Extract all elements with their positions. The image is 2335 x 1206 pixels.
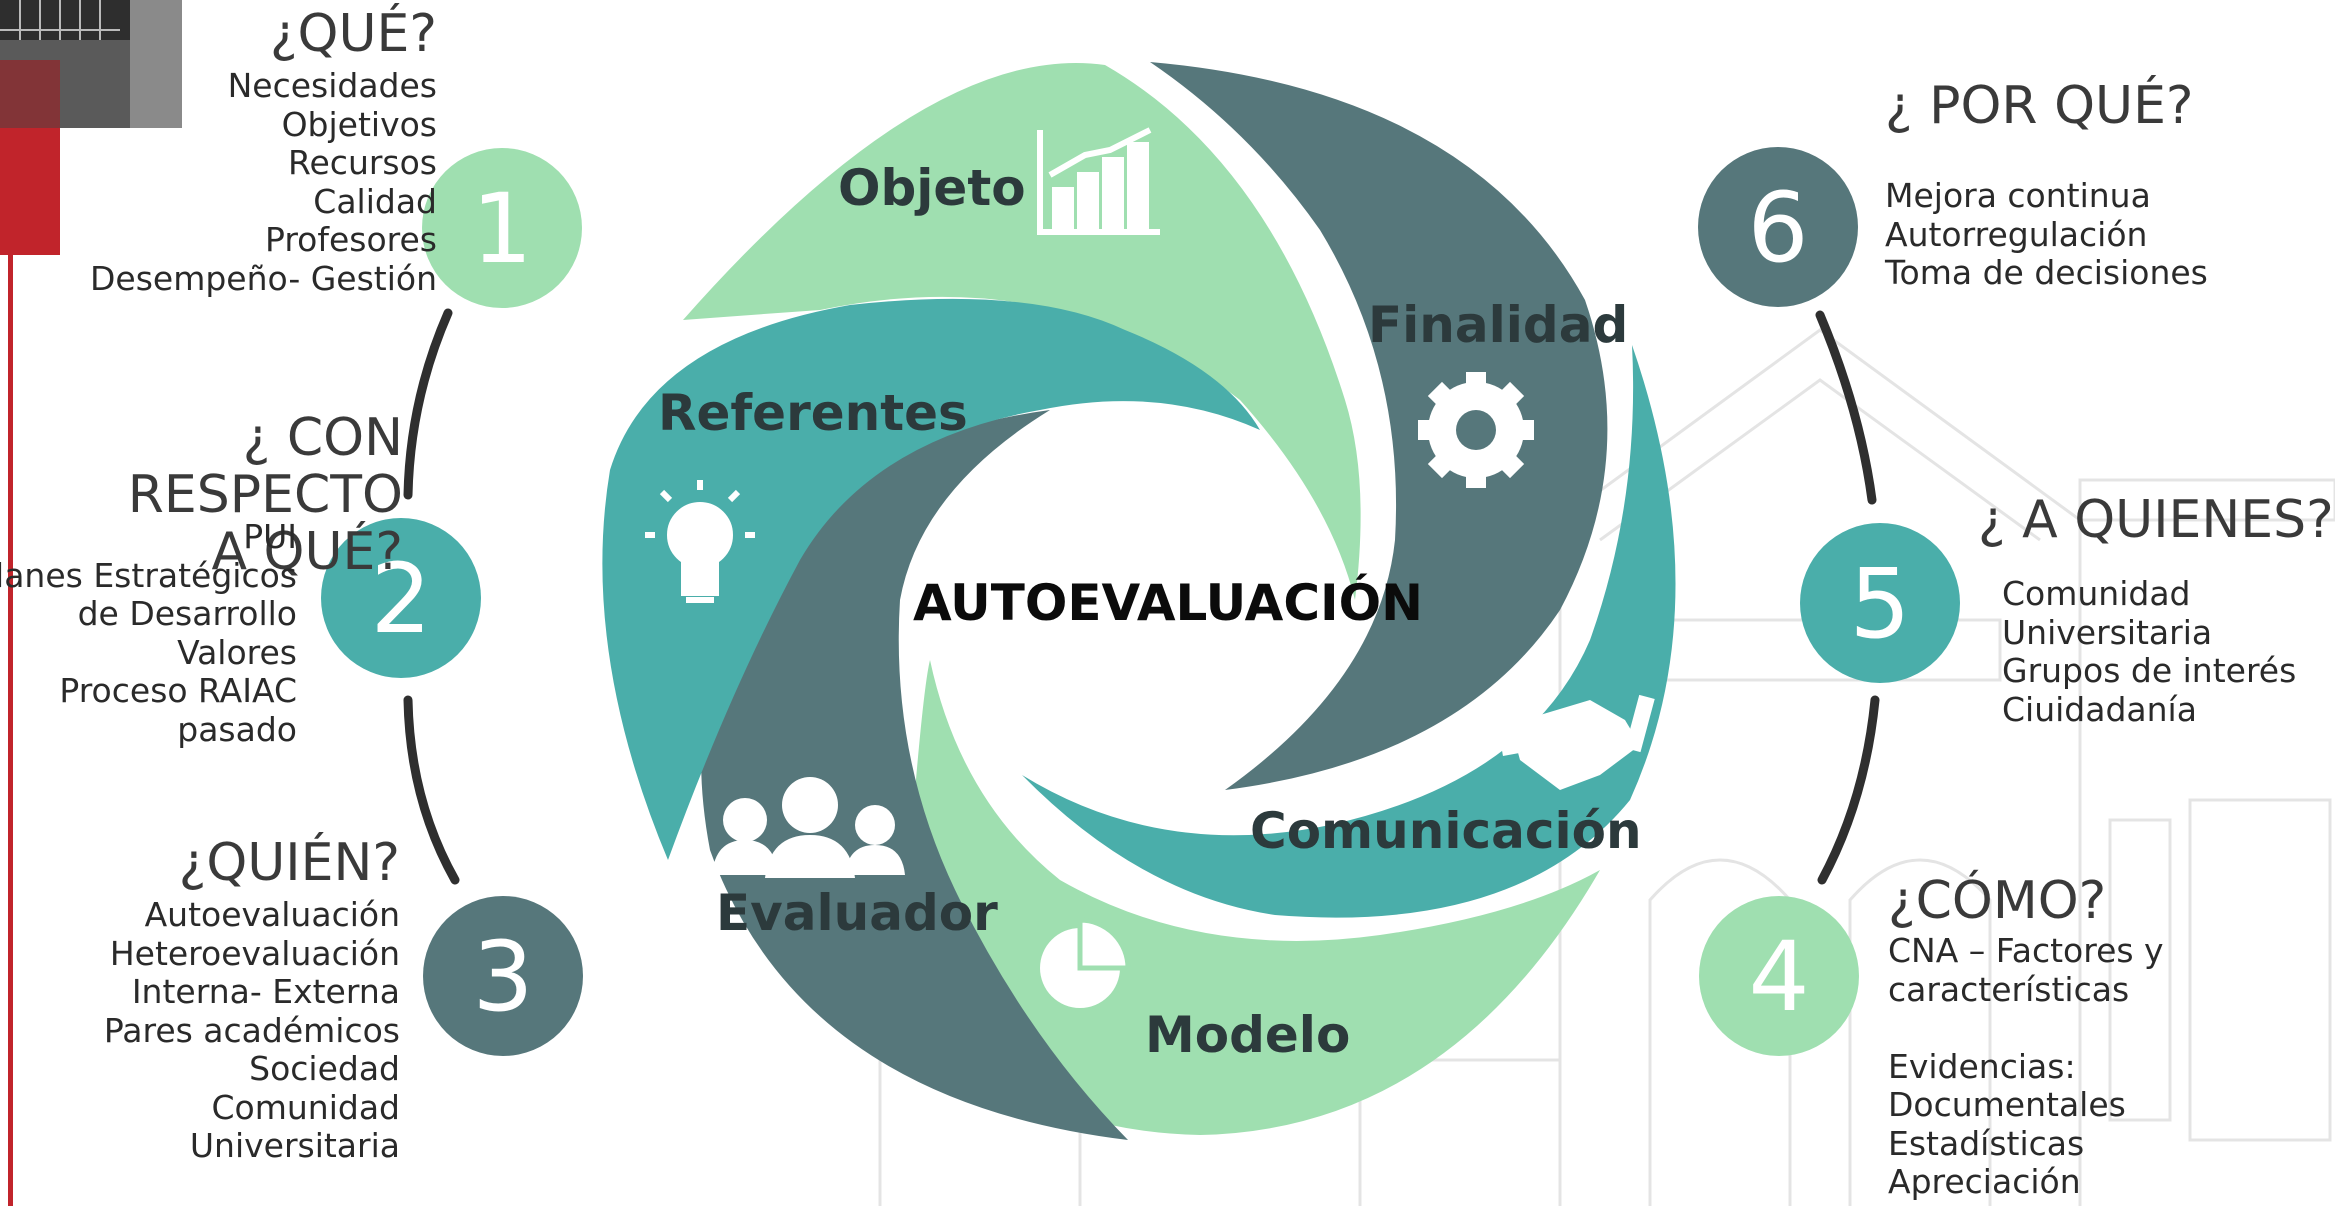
step-1-item: Calidad: [313, 181, 437, 221]
segment-label-referentes: Referentes: [658, 384, 968, 442]
step-4-item: características: [1888, 969, 2130, 1009]
segment-label-finalidad: Finalidad: [1368, 296, 1628, 354]
red-accent-line: [8, 255, 13, 1206]
handshake-icon: [1493, 694, 1655, 790]
step-2-item: pasado: [177, 709, 297, 749]
step-3-item: Heteroevaluación: [109, 933, 400, 973]
step-4-item: CNA – Factores y: [1888, 931, 2164, 971]
segment-label-comunicacion: Comunicación: [1250, 802, 1642, 860]
step-2-item: Planes Estratégicos: [0, 555, 297, 595]
step-4-item: Estadísticas: [1888, 1123, 2085, 1163]
step-4-item: Evidencias:: [1888, 1046, 2076, 1086]
pie-chart-icon: [1040, 917, 1131, 1008]
step-5-item: Universitaria: [2002, 612, 2213, 652]
step-1-item: Objetivos: [281, 104, 437, 144]
gear-icon: [1418, 372, 1534, 488]
step-5-item: Grupos de interés: [2002, 651, 2297, 690]
step-4-item: Apreciación: [1888, 1162, 2081, 1202]
step-2-items: PUI Planes Estratégicos de Desarrollo Va…: [0, 517, 297, 749]
step-2-item: Proceso RAIAC: [59, 671, 297, 710]
step-1-item: Desempeño- Gestión: [90, 258, 437, 298]
segment-label-modelo: Modelo: [1145, 1006, 1350, 1064]
segment-label-evaluador: Evaluador: [716, 884, 998, 942]
segment-comunicacion: [1022, 345, 1676, 918]
step-1-item: Necesidades: [227, 66, 437, 106]
step-3-item: Comunidad: [211, 1087, 401, 1127]
step-3-heading: ¿QUIÉN?: [178, 833, 400, 893]
step-6-heading: ¿ POR QUÉ?: [1885, 76, 2194, 136]
step-5-item: Ciuidadanía: [2002, 689, 2197, 729]
step-number-5: 5: [1849, 548, 1910, 660]
step-2-item: PUI: [243, 517, 297, 556]
segment-objeto: [683, 62, 1361, 601]
step-6-item: Autorregulación: [1885, 214, 2148, 254]
step-number-2: 2: [370, 543, 431, 655]
segment-finalidad: [1150, 62, 1608, 790]
segment-evaluador: [701, 410, 1128, 1140]
step-2-item: Valores: [177, 632, 297, 672]
step-3-block: ¿QUIÉN? Autoevaluación Heteroevaluación …: [103, 833, 401, 1166]
segment-referentes: [602, 298, 1260, 860]
step-3-item: Sociedad: [249, 1049, 400, 1089]
step-1-block: ¿QUÉ? Necesidades Objetivos Recursos Cal…: [90, 4, 437, 298]
step-3-item: Autoevaluación: [144, 895, 400, 935]
step-circle-1: [422, 148, 582, 308]
step-5-item: Comunidad: [2002, 574, 2191, 613]
segment-modelo: [900, 660, 1600, 1135]
step-1-item: Recursos: [288, 143, 437, 183]
people-group-icon: [712, 777, 905, 878]
swirl-diagram: [602, 62, 1676, 1140]
step-number-3: 3: [472, 921, 533, 1033]
step-5-block: ¿ A QUIENES?: [1978, 490, 2334, 550]
step-6-item: Toma de decisiones: [1885, 253, 2208, 293]
step-circle-5: [1800, 523, 1960, 683]
step-4-heading: ¿CÓMO?: [1888, 871, 2107, 931]
left-connectors: [403, 308, 460, 885]
step-circle-6: [1698, 147, 1858, 307]
step-1-item: Profesores: [265, 220, 437, 260]
step-3-item: Universitaria: [189, 1126, 400, 1166]
step-6-item: Mejora continua: [1885, 176, 2151, 216]
step-2-block: ¿ CON RESPECTO A QUÉ?: [0, 408, 403, 583]
step-4-block: ¿CÓMO? CNA – Factores y características …: [1888, 871, 2164, 1202]
step-2-heading-line2: A QUÉ?: [211, 522, 403, 583]
step-circle-4: [1699, 896, 1859, 1056]
step-2-item: de Desarrollo: [77, 594, 297, 633]
step-1-heading: ¿QUÉ?: [269, 4, 437, 64]
step-6-block: ¿ POR QUÉ? Mejora continua Autorregulaci…: [1885, 76, 2208, 293]
right-connectors: [1815, 310, 1880, 885]
step-number-6: 6: [1747, 172, 1808, 284]
step-circle-2: [321, 518, 481, 678]
step-4-item: Documentales: [1888, 1085, 2126, 1125]
step-3-item: Interna- Externa: [131, 972, 400, 1012]
step-3-item: Pares académicos: [103, 1010, 400, 1050]
step-number-1: 1: [471, 173, 532, 285]
center-title: AUTOEVALUACIÓN: [913, 573, 1423, 632]
step-4-item: [1888, 1009, 2164, 1048]
step-circle-3: [423, 896, 583, 1056]
step-5-heading: ¿ A QUIENES?: [1978, 490, 2334, 550]
step-5-items: Comunidad Universitaria Grupos de interé…: [2002, 574, 2297, 729]
segment-label-objeto: Objeto: [838, 159, 1026, 217]
lightbulb-icon: [645, 480, 755, 603]
step-number-4: 4: [1748, 921, 1809, 1033]
building-photo-thumbnail: [0, 0, 182, 128]
step-2-heading-line1: ¿ CON RESPECTO: [127, 408, 403, 526]
bar-chart-growth-icon: [1037, 127, 1160, 235]
